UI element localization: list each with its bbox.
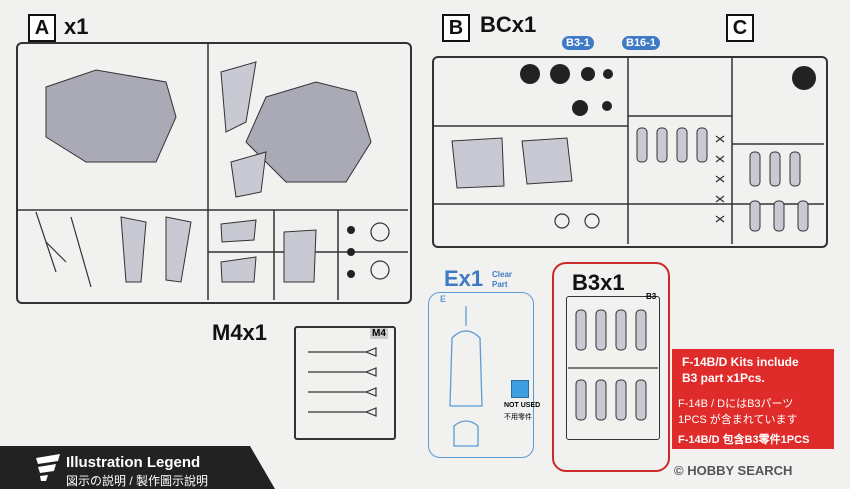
note-line1: F-14B/D Kits include <box>682 355 799 369</box>
tag-b3-1: B3-1 <box>562 36 594 50</box>
sprue-e-frame <box>428 292 534 458</box>
sprue-b3-frame <box>566 296 660 440</box>
legend-bar <box>0 446 275 489</box>
sprue-a-parts <box>16 42 408 300</box>
legend-title: Illustration Legend <box>66 454 201 471</box>
tag-b16-1: B16-1 <box>622 36 660 50</box>
note-line4: 1PCS が含まれています <box>678 414 798 426</box>
sprue-bc-parts <box>432 56 824 244</box>
sprue-c-letter: C <box>732 17 748 39</box>
hobby-search-watermark: © HOBBY SEARCH <box>674 463 792 478</box>
sprue-b3-parts <box>568 309 658 421</box>
sprue-e-tag: E <box>440 294 447 304</box>
note-line5: F-14B/D 包含B3零件1PCS <box>678 434 810 446</box>
sprue-a-qty: x1 <box>64 14 89 39</box>
sprue-m4-tag: M4 <box>370 328 388 339</box>
f14-note-box: F-14B/D Kits include B3 part x1Pcs. F-14… <box>672 349 834 449</box>
note-line2: B3 part x1Pcs. <box>682 371 765 385</box>
sprue-b-letter-box: B <box>442 14 470 42</box>
sprue-b-letter: B <box>448 17 464 39</box>
sprue-a-letter-box: A <box>28 14 56 42</box>
sprue-a-frame <box>16 42 412 304</box>
sprue-e-canopy <box>449 306 483 447</box>
not-used-label-jp: 不用零件 <box>504 414 532 421</box>
sprue-m4-missiles <box>308 347 377 417</box>
sprue-m4-qty: M4x1 <box>212 320 268 345</box>
not-used-swatch <box>511 380 529 398</box>
sprue-bc-frame <box>432 56 828 248</box>
sprue-b3-tag: B3 <box>646 292 657 301</box>
sprue-e-qty: Ex1 <box>444 266 484 291</box>
legend-subtitle: 図示の説明 / 製作圖示說明 <box>66 474 209 488</box>
note-line3: F-14B / DにはB3パーツ <box>678 398 794 410</box>
not-used-label: NOT USED <box>504 402 541 409</box>
sprue-b3-qty: B3x1 <box>572 270 625 295</box>
sprue-a-letter: A <box>34 17 50 39</box>
sprue-e-clear-line1: Clear <box>492 270 513 279</box>
b3-red-frame <box>552 262 670 472</box>
sprue-e-clear-line2: Part <box>492 280 508 289</box>
copyright-icon: © <box>674 463 684 478</box>
sprue-a-fuselage-part <box>45 69 372 183</box>
watermark-text: HOBBY SEARCH <box>687 463 793 478</box>
logo-icon <box>36 454 60 481</box>
sprue-b-qty: BCx1 <box>480 12 537 37</box>
sprue-m4-frame <box>294 326 396 440</box>
sprue-c-letter-box: C <box>726 14 754 42</box>
